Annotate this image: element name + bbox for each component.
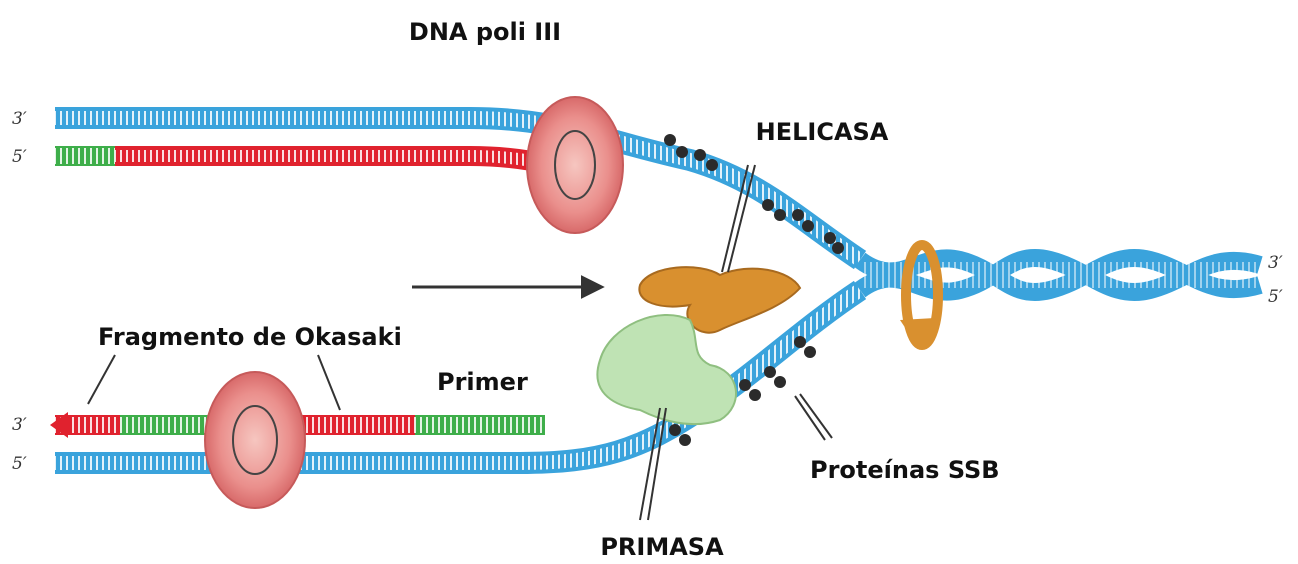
parental-double-helix (860, 258, 1260, 292)
dna-polymerase-iii-leading (527, 97, 623, 233)
end-top-left-5: 5′ (12, 147, 27, 167)
label-fragmento-okasaki: Fragmento de Okasaki (98, 323, 402, 351)
label-primasa: PRIMASA (600, 533, 724, 561)
label-dna-poli-iii: DNA poli III (409, 18, 561, 46)
end-top-left-3: 3′ (12, 109, 27, 129)
label-proteinas-ssb: Proteínas SSB (810, 456, 1000, 484)
label-helicasa: HELICASA (756, 118, 889, 146)
end-right-5: 5′ (1268, 287, 1283, 307)
end-bottom-left-3: 3′ (12, 415, 27, 435)
end-bottom-left-5: 5′ (12, 454, 27, 474)
leading-parental-strand (55, 118, 860, 260)
leading-strand (55, 118, 860, 260)
end-right-3: 3′ (1268, 253, 1283, 273)
dna-polymerase-iii-lagging (205, 372, 305, 508)
label-primer: Primer (437, 368, 528, 396)
